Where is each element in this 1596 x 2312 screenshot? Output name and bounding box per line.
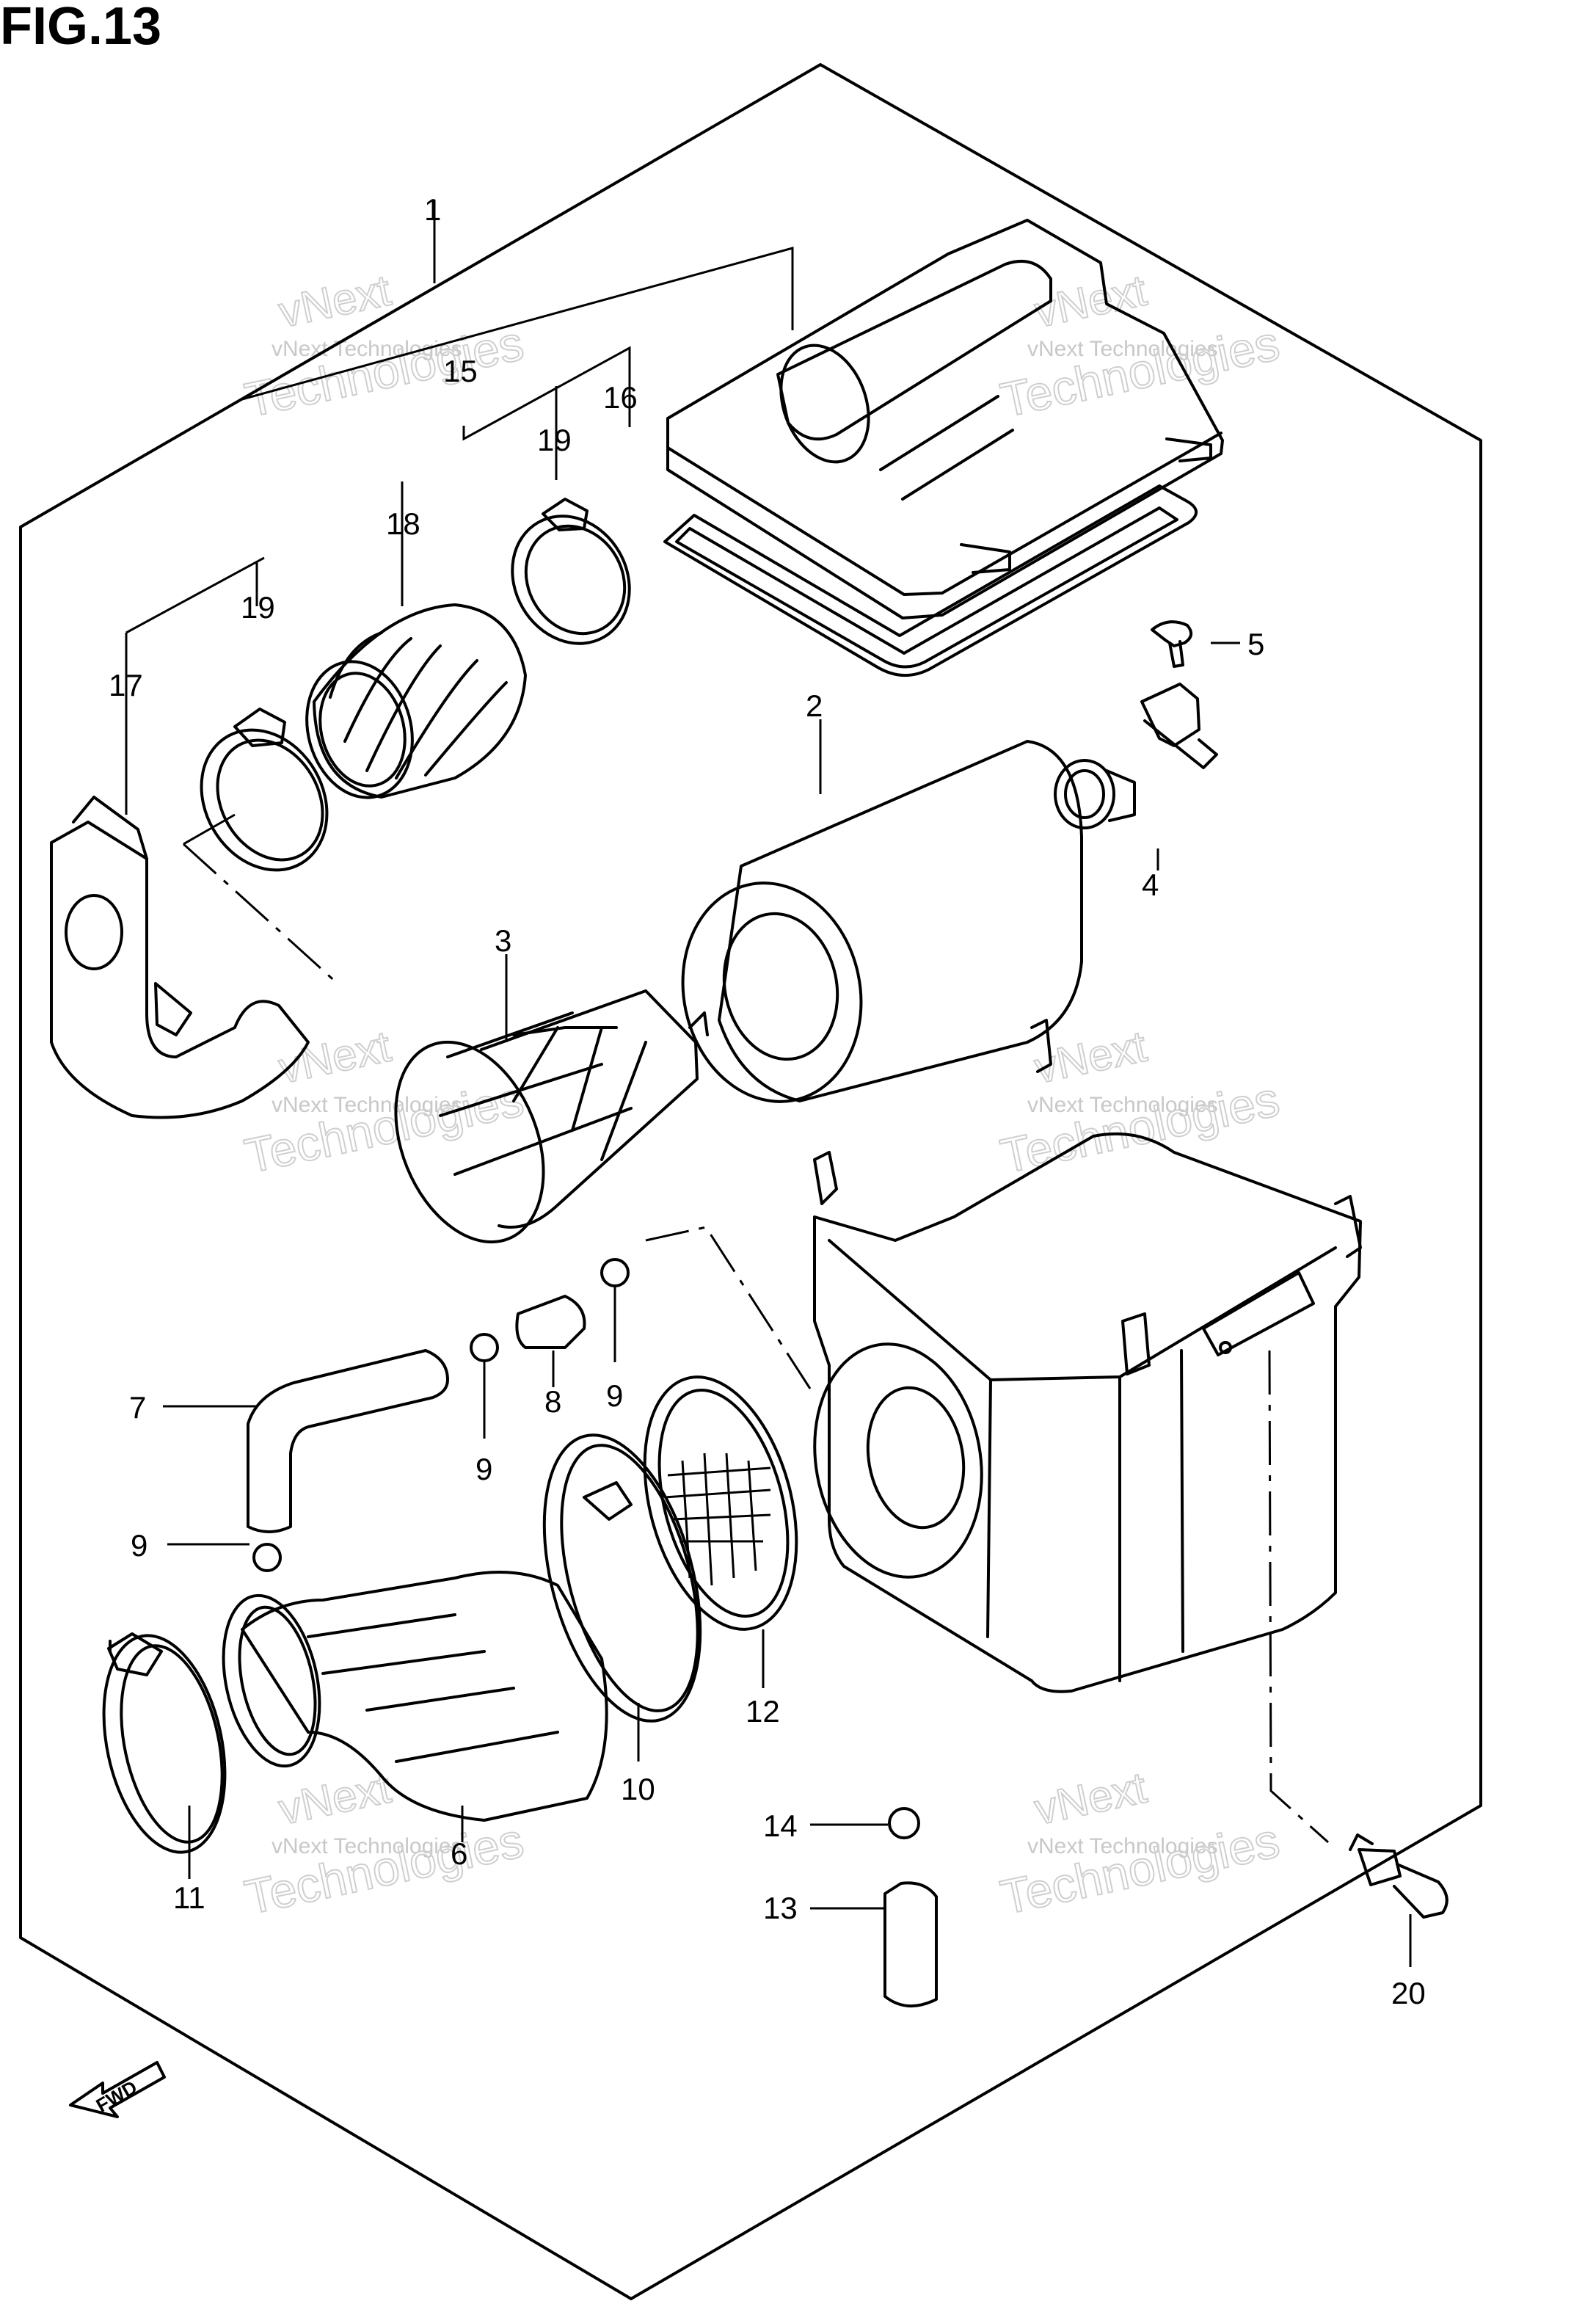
part-number-5: 5 — [1247, 627, 1264, 661]
bracket-lines — [125, 200, 794, 815]
clip-part-4 — [1054, 683, 1218, 829]
gasket-part-16-inner — [675, 506, 1178, 669]
part-number-14: 14 — [763, 1808, 798, 1843]
hose-part-7 — [247, 1349, 449, 1533]
part-number-labels: 1 15 16 19 18 19 17 5 2 4 3 9 8 7 9 9 12… — [109, 192, 1426, 2010]
part-number-13: 13 — [763, 1891, 798, 1925]
watermark-text: vNext — [274, 266, 395, 337]
forward-arrow-icon: FWD — [69, 2061, 166, 2118]
intake-duct-part-17 — [50, 796, 339, 1119]
gasket-part-16 — [663, 484, 1198, 677]
part-number-1: 1 — [424, 192, 441, 227]
watermark-text: vNext Technologies — [272, 1834, 462, 1858]
screen-part-12 — [643, 1375, 798, 1631]
assembly-boundary — [19, 63, 1482, 2300]
part-number-20: 20 — [1391, 1976, 1426, 2010]
part-number-4: 4 — [1142, 868, 1159, 902]
part-number-18: 18 — [386, 506, 420, 541]
figure-title: FIG.13 — [0, 0, 162, 56]
part-number-19-lower: 19 — [241, 590, 275, 625]
watermark-text: vNext Technologies — [1027, 1834, 1218, 1858]
watermark-text: vNext Technologies — [272, 337, 462, 361]
tube-part-13 — [883, 1881, 938, 2008]
clamp-part-11 — [102, 1632, 227, 1854]
part-number-15: 15 — [443, 354, 478, 388]
clip-part-9 — [252, 1258, 630, 1572]
air-filter-element-part-2 — [681, 740, 1083, 1103]
watermark-text: vNext — [274, 1763, 395, 1834]
part-number-19-upper: 19 — [537, 423, 572, 457]
part-number-8: 8 — [544, 1384, 561, 1419]
intake-pipe-part-6 — [222, 1571, 608, 1822]
watermark: vNext vNext Technologies Technologies — [239, 1762, 528, 1926]
watermark-text: vNext Technologies — [272, 1093, 462, 1117]
plug-part-8 — [515, 1295, 586, 1349]
air-cleaner-case — [645, 1019, 1362, 1844]
intake-boot-part-18 — [305, 603, 527, 799]
part-number-9-mid: 9 — [475, 1452, 492, 1486]
bolt-part-20 — [1349, 1833, 1449, 1919]
watermark: vNext vNext Technologies Technologies — [995, 1021, 1284, 1185]
part-number-12: 12 — [746, 1694, 780, 1728]
clamp-part-10 — [542, 1433, 702, 1723]
part-number-17: 17 — [109, 668, 143, 702]
watermark: vNext vNext Technologies Technologies — [995, 1762, 1284, 1926]
watermark: vNext vNext Technologies Technologies — [239, 265, 528, 429]
part-number-11: 11 — [173, 1880, 205, 1915]
part-number-16: 16 — [603, 380, 638, 415]
screw-part-5 — [1151, 620, 1193, 668]
element-cage-part-3 — [394, 989, 709, 1244]
part-number-3: 3 — [495, 923, 511, 958]
part-number-6: 6 — [451, 1836, 467, 1871]
part-number-9-top: 9 — [606, 1378, 623, 1413]
part-number-10: 10 — [621, 1772, 655, 1806]
part-number-7: 7 — [129, 1390, 146, 1425]
air-cleaner-cover-part-1 — [666, 219, 1224, 619]
clamp-part-19-upper — [511, 498, 631, 645]
part-number-2: 2 — [806, 688, 823, 723]
watermark-text: vNext Technologies — [1027, 337, 1218, 361]
leader-lines — [163, 641, 1412, 1967]
clamp-part-19-lower — [200, 708, 329, 872]
watermark-text: vNext Technologies — [1027, 1093, 1218, 1117]
watermark-text: vNext — [274, 1022, 395, 1093]
fwd-label: FWD — [92, 2076, 141, 2117]
watermark: vNext vNext Technologies Technologies — [995, 265, 1284, 429]
clip-part-14 — [888, 1807, 920, 1839]
part-number-9-left: 9 — [131, 1528, 147, 1563]
watermark-text: vNext — [1030, 1763, 1151, 1834]
